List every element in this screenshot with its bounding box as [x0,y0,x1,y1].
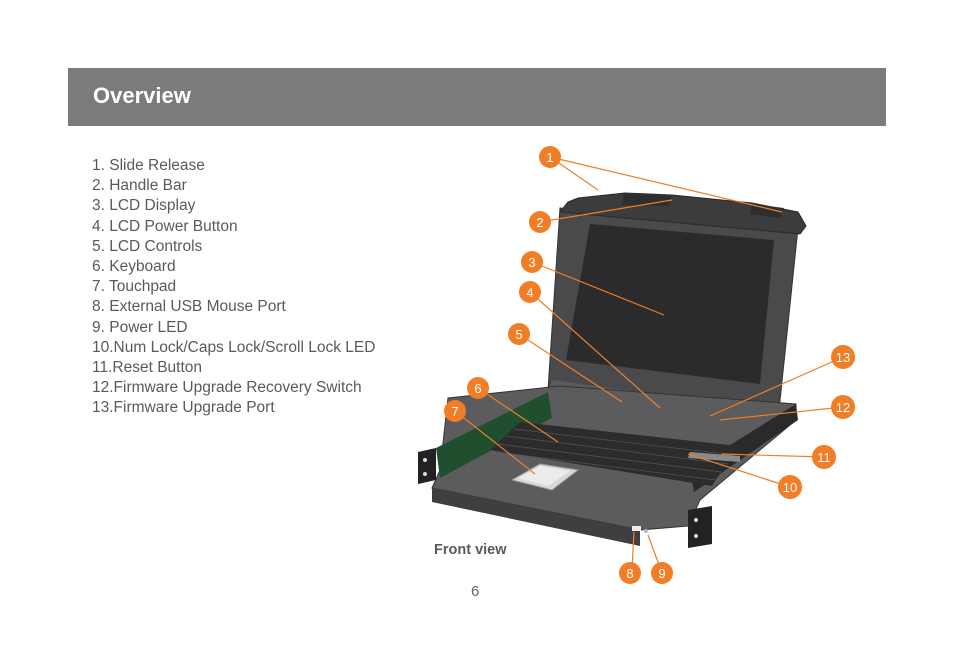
callout-5 [508,323,530,345]
list-item: 1. Slide Release [92,157,205,174]
lcd-screen [566,224,774,384]
list-item: 12.Firmware Upgrade Recovery Switch [92,379,362,397]
callout-3 [521,251,543,273]
power-led [644,529,648,533]
callout-label: 8 [626,566,633,581]
list-item: 5. LCD Controls [92,237,203,255]
list-item: 3. LCD Display [92,197,196,215]
callout-label: 2 [536,215,543,230]
list-item: 2. Handle Bar [92,177,187,195]
callout-2 [529,211,551,233]
callout-label: 10 [783,480,797,495]
callout-13 [831,345,855,369]
page-number: 6 [471,583,480,600]
callout-label: 13 [836,350,850,365]
list-item: 7. Touchpad [92,278,177,296]
callout-12 [831,395,855,419]
list-item: 10.Num Lock/Caps Lock/Scroll Lock LED [92,338,376,356]
list-item: 13.Firmware Upgrade Port [92,399,275,417]
callout-label: 11 [817,450,831,465]
callout-9 [651,562,673,584]
list-item: 6. Keyboard [92,258,176,276]
callout-10 [778,475,802,499]
list-item: 8. External USB Mouse Port [92,298,286,316]
figure-caption: Front view [434,542,507,558]
rack-ear-right [688,506,712,548]
callout-4 [519,281,541,303]
callout-label: 3 [528,255,535,270]
usb-port [632,526,641,531]
callout-1 [539,146,561,168]
list-item: 11.Reset Button [92,359,203,377]
callout-label: 6 [474,381,481,396]
callout-7 [444,400,466,422]
callout-label: 7 [451,404,458,419]
page-title: Overview [93,83,191,108]
callout-6 [467,377,489,399]
rack-ear-left [418,448,436,484]
callout-label: 5 [515,327,522,342]
list-item: 4. LCD Power Button [92,217,238,235]
side-rail [436,392,552,478]
callout-label: 1 [546,150,553,165]
callout-label: 12 [836,400,850,415]
callout-label: 9 [658,566,665,581]
list-item: 9. Power LED [92,318,188,336]
callout-11 [812,445,836,469]
header-bar: Overview [68,68,886,126]
parts-list: 1. Slide Release 2. Handle Bar 3. LCD Di… [92,156,375,419]
callout-8 [619,562,641,584]
callout-label: 4 [526,285,533,300]
